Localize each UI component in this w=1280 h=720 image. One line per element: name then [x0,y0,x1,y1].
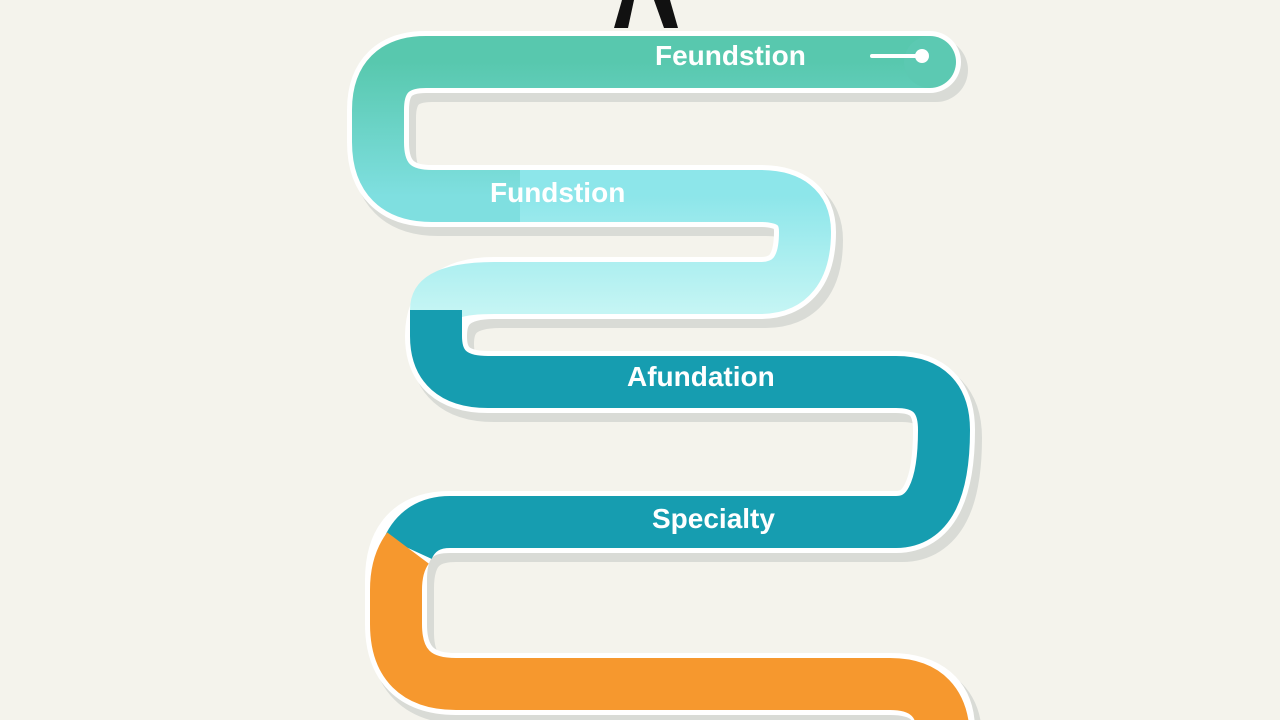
stage-3-segment [384,310,970,561]
stage-2-label: Fundstion [490,177,625,208]
stage-2-segment [410,170,831,321]
stage-4-label: Specialty [652,503,775,534]
stage-1-label: Feundstion [655,40,806,71]
start-marker-icon [870,49,929,63]
stage-1-segment [352,36,930,222]
stage-3-label: Afundation [627,361,775,392]
path-band [352,36,970,720]
stage-5-segment [370,532,969,720]
stand-icon [614,0,678,28]
path-start-cap [904,36,956,88]
